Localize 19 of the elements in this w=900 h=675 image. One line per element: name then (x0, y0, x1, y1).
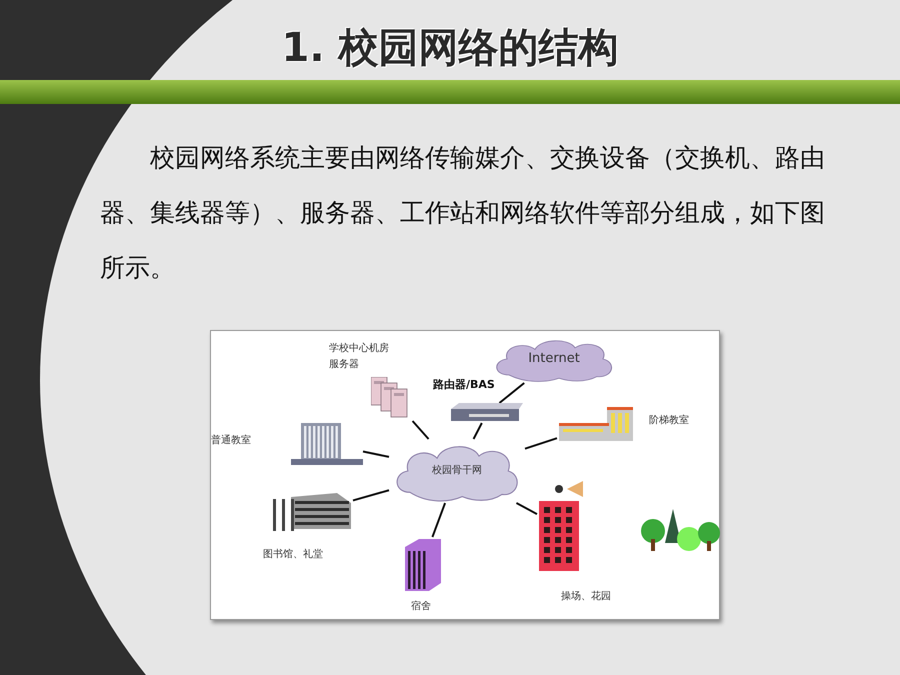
connector-line (431, 502, 446, 538)
connector-line (472, 422, 483, 440)
building-label: 操场、花园 (561, 590, 611, 604)
body-paragraph: 校园网络系统主要由网络传输媒介、交换设备（交换机、路由器、集线器等）、服务器、工作站和网络软件等部分组成，如下图所示。 (100, 142, 826, 284)
building-label: 阶梯教室 (649, 414, 689, 428)
title: 1. 校园网络的结构 (282, 24, 618, 73)
cloud-label: 校园骨干网 (431, 464, 483, 478)
connector-line (516, 502, 538, 515)
connector-line (498, 382, 525, 404)
device-label: 路由器/BAS (433, 377, 495, 393)
building-label: 普通教室 (211, 434, 251, 448)
connector-line (412, 420, 430, 440)
connector-line (362, 450, 390, 458)
connector-line (352, 489, 390, 502)
cloud-label: Internet (527, 350, 581, 368)
building-label: 图书馆、礼堂 (263, 548, 323, 562)
connector-line (524, 437, 558, 450)
device-label: 学校中心机房服务器 (329, 342, 390, 372)
building-label: 宿舍 (411, 600, 431, 614)
